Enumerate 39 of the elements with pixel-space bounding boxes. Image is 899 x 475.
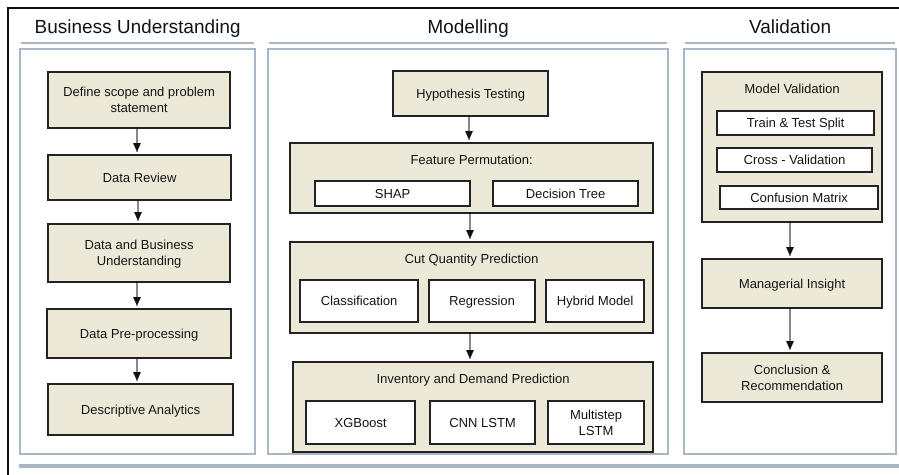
arrow (466, 212, 474, 240)
group-box (701, 71, 883, 223)
group-title: Feature Permutation: (409, 152, 534, 168)
group-title: Inventory and Demand Prediction (376, 371, 570, 387)
method-box: Cross - Validation (716, 147, 873, 173)
method-box: Regression (428, 279, 536, 323)
process-box: Data Pre-processing (46, 308, 232, 359)
method-box: XGBoost (305, 400, 416, 445)
group-box (292, 361, 654, 453)
method-box: SHAP (314, 180, 471, 207)
arrow (786, 220, 794, 256)
process-box: Conclusion & Recommendation (701, 352, 883, 403)
arrow (133, 126, 141, 152)
method-box: CNN LSTM (429, 400, 536, 445)
method-box: Classification (299, 279, 419, 323)
arrow (133, 356, 141, 382)
process-box: Descriptive Analytics (47, 383, 234, 436)
arrow (786, 306, 794, 350)
arrow (465, 114, 473, 140)
method-box: Multistep LSTM (547, 400, 645, 445)
section-heading: Validation (685, 14, 895, 44)
group-title: Model Validation (743, 81, 841, 97)
arrow (466, 332, 474, 360)
arrow (134, 198, 142, 222)
process-box: Data Review (47, 154, 232, 201)
arrow (133, 280, 141, 306)
process-box: Managerial Insight (701, 258, 883, 309)
method-box: Decision Tree (492, 180, 639, 207)
method-box: Train & Test Split (716, 110, 875, 136)
process-box: Data and Business Understanding (47, 223, 231, 283)
method-box: Confusion Matrix (719, 185, 879, 210)
group-title: Cut Quantity Prediction (404, 251, 540, 267)
group-box (289, 142, 654, 214)
process-box: Hypothesis Testing (392, 70, 549, 117)
section-heading: Modelling (269, 14, 667, 44)
section-heading: Business Understanding (21, 14, 254, 44)
process-box: Define scope and problem statement (47, 71, 231, 129)
group-box (289, 241, 654, 334)
method-box: Hybrid Model (545, 279, 645, 323)
